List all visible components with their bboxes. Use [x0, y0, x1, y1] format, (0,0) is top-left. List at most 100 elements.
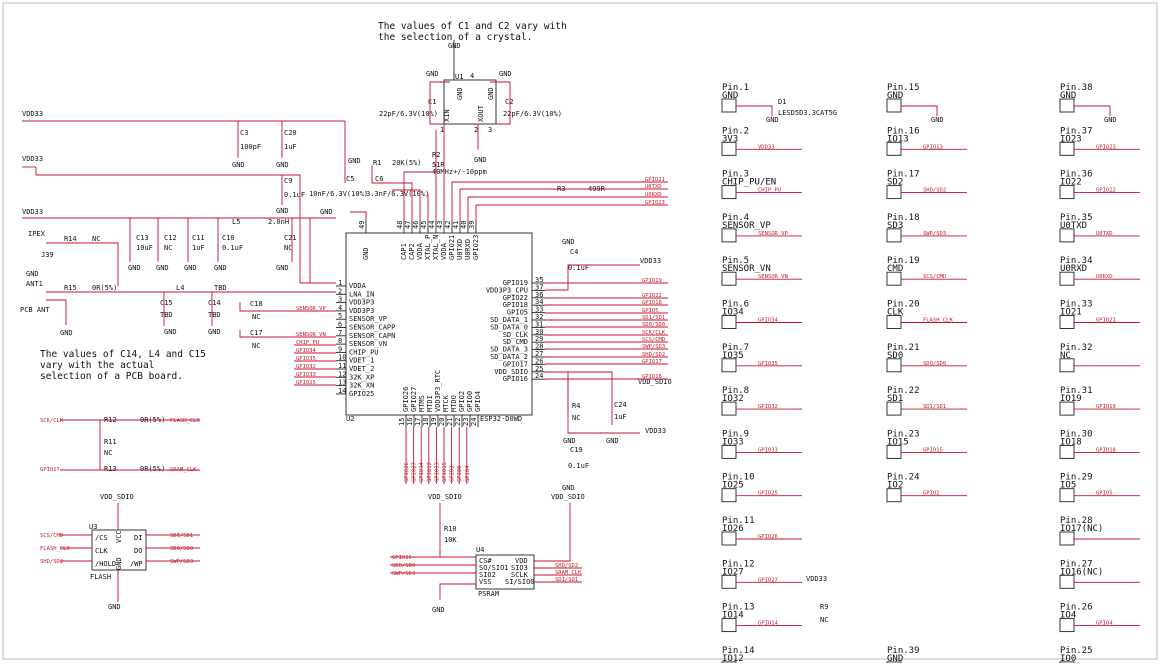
wire — [545, 378, 569, 410]
header-pin-number: Pin.33 — [1060, 300, 1093, 310]
flash-vdd-sdio: VDD_SDIO — [100, 493, 134, 501]
header-pin-number: Pin.34 — [1060, 256, 1093, 266]
header-pin-name: IO21 — [1060, 308, 1082, 318]
header-pin-name: SD0 — [887, 351, 903, 361]
c13-ref: C13 — [136, 234, 149, 242]
chip-pin-number: 26 — [535, 357, 543, 365]
c18-val: NC — [252, 313, 260, 321]
header-pin-number: Pin.19 — [887, 256, 920, 266]
header-pin-name: CMD — [887, 264, 903, 274]
crystal-note-line-2: the selection of a crystal. — [378, 32, 532, 43]
c2-ref: C2 — [505, 98, 513, 106]
chip-pin-number: 36 — [535, 291, 543, 299]
chip-pin-name: GPIO18 — [503, 301, 528, 309]
psram-net-sclk: SRAM_CLK — [555, 570, 582, 576]
crystal-note-line-1: The values of C1 and C2 vary with — [378, 21, 567, 32]
chip-pin-number: 41 — [452, 221, 460, 229]
chip-pin-name: SD_CLK — [503, 331, 529, 339]
chip-pin-number: 33 — [535, 306, 543, 314]
header-pin-net: GPIO34 — [758, 318, 779, 324]
header-pin-wire — [736, 105, 773, 116]
flash-net-hold: SHD/SD2 — [40, 559, 63, 565]
chip-pin-name: SENSOR_CAPN — [349, 332, 395, 340]
r4-gnd: GND — [563, 437, 576, 445]
header-pin-pad — [721, 444, 737, 459]
header-pin-name: IO14 — [722, 611, 744, 621]
net-label: SHD/SD2 — [642, 352, 665, 358]
r1-val: 20K(5%) — [392, 159, 422, 167]
c3-ref: C3 — [240, 129, 248, 137]
chip-pin-name: SD_DATA_0 — [490, 323, 528, 331]
chip-pin-number: 29 — [535, 335, 543, 343]
chip-ref: U2 — [346, 415, 354, 423]
header-pin-net: SDO/SD0 — [923, 361, 946, 367]
c13-val: 10uF — [136, 244, 153, 252]
chip-pin-name: SD_DATA_3 — [490, 346, 528, 354]
c3-val: 100pF — [240, 143, 261, 151]
header-pin-net: SWP/SD3 — [923, 231, 946, 237]
chip-pin-number: 47 — [404, 221, 412, 229]
c2-val: 22pF/6.3V(10%) — [503, 110, 562, 118]
header-pin-pad — [1059, 444, 1075, 459]
header-pin-pad — [721, 618, 737, 633]
flash-ref: U3 — [89, 523, 97, 531]
net-label: SWP/SD3 — [642, 344, 665, 350]
c14-ref: C14 — [208, 299, 221, 307]
c21-gnd: GND — [276, 264, 289, 272]
header-pin-name: GND — [887, 91, 903, 101]
flash-pin-wp: /WP — [130, 560, 143, 568]
header-pin-name: IO23 — [1060, 134, 1082, 144]
psram-pin-cs: CS# — [479, 557, 492, 565]
chip-pin-name: VDD3P3 — [349, 307, 374, 315]
l5-val: 2.0nH — [268, 218, 289, 226]
c15-val: TBD — [160, 311, 173, 319]
chip-pin-name: 32K_XP — [349, 373, 374, 381]
c5-ref: C5 — [346, 175, 354, 183]
chip-pin-name: VDD3P3 — [349, 299, 374, 307]
header-pin-number: Pin.7 — [722, 343, 749, 353]
header-pin-pad — [721, 228, 737, 243]
wire — [545, 371, 613, 425]
chip-pin-number: 24 — [535, 372, 543, 380]
wires — [22, 40, 668, 602]
c11-gnd: GND — [184, 264, 197, 272]
c9-ref: C9 — [284, 177, 292, 185]
chip-pin-number: 19 — [430, 418, 438, 426]
crystal-bottom-gnd: GND — [474, 156, 487, 164]
header-pin-name: IO18 — [1060, 437, 1082, 447]
header-pin-pad — [721, 488, 737, 503]
header-pin-net: GPIO14 — [758, 621, 779, 627]
chip-pin-number: 44 — [428, 221, 436, 229]
header-pin-net: GPIO19 — [1096, 404, 1116, 410]
c24-gnd: GND — [606, 437, 619, 445]
r9-vdd33: VDD33 — [806, 575, 827, 583]
header-pin-net: GPIO27 — [758, 577, 778, 583]
right-net-labels: GPIO19GPIO22GPIO18GPIO5SD1/SD1SD0/SD0SCK… — [642, 278, 666, 380]
chip-pin-name: VDD3P3_RTC — [434, 370, 442, 412]
header-pin-pad — [1059, 488, 1075, 503]
flash-pin-do: DO — [134, 547, 142, 555]
header-pin-name: IO22 — [1060, 178, 1082, 188]
d1-val: LESD5D3.3CAT5G — [778, 109, 837, 117]
chip-pin-name: SD_DATA_2 — [490, 353, 528, 361]
chip-pin-number: 22 — [454, 418, 462, 426]
header-pin-pad — [1059, 531, 1075, 546]
net-label: GPIO2 — [450, 465, 456, 482]
header-pin-name: SD1 — [887, 394, 903, 404]
header-pin-number: Pin.8 — [722, 386, 749, 396]
header-pin-pad — [886, 98, 902, 113]
chip-pin-number: 14 — [338, 387, 346, 395]
header-pin-name: GND — [722, 91, 738, 101]
c14-val: TBD — [208, 311, 221, 319]
header-pin-wire — [1074, 105, 1111, 116]
crystal-pin-3: 3 — [488, 126, 492, 134]
net-label: GPIO32 — [296, 364, 316, 370]
header-pin-pad — [886, 358, 902, 373]
header-pin-name: IO16(NC) — [1060, 567, 1103, 577]
header-pin-pad — [1059, 358, 1075, 373]
header-pin-pad — [886, 401, 902, 416]
chip-pin-name: GPIO16 — [503, 375, 528, 383]
c18-ref: C18 — [250, 300, 263, 308]
ant-ref: ANT1 — [26, 280, 43, 288]
